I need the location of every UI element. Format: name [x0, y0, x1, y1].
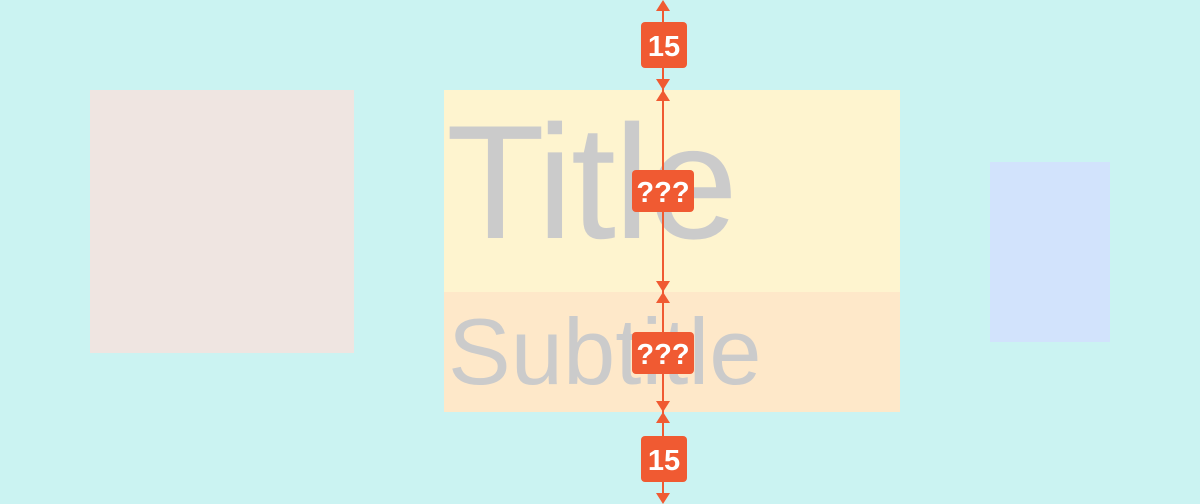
- arrowhead-down-icon: [656, 401, 670, 412]
- arrowhead-up-icon: [656, 292, 670, 303]
- arrowhead-down-icon: [656, 493, 670, 504]
- left-placeholder-box: [90, 90, 354, 353]
- subtitle-height-label: ???: [636, 339, 689, 371]
- subtitle-height-badge: [632, 332, 694, 374]
- subtitle-text: Subtitle: [448, 299, 762, 404]
- arrowhead-down-icon: [656, 281, 670, 292]
- title-height-label: ???: [636, 177, 689, 209]
- arrowhead-up-icon: [656, 412, 670, 423]
- title-height-badge: [632, 170, 694, 212]
- arrowhead-up-icon: [656, 0, 670, 11]
- bottom-spacing-label: 15: [648, 445, 680, 477]
- right-placeholder-box: [990, 162, 1110, 342]
- arrowhead-up-icon: [656, 90, 670, 101]
- bottom-spacing-badge: [641, 436, 687, 482]
- arrowhead-down-icon: [656, 79, 670, 90]
- top-spacing-badge: [641, 22, 687, 68]
- title-region: Title: [444, 90, 900, 292]
- top-spacing-label: 15: [648, 31, 680, 63]
